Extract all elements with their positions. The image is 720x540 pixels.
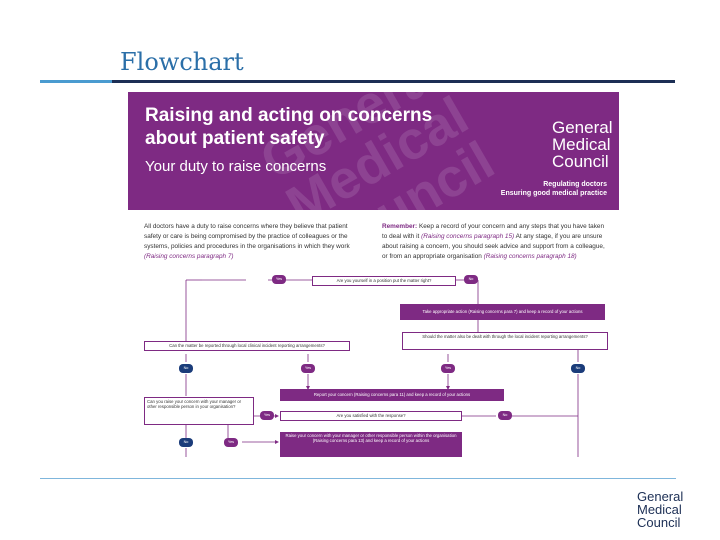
- question-also-local-reporting: Should the matter also be dealt with thr…: [402, 332, 608, 350]
- remember-lead: Remember:: [382, 223, 418, 230]
- question-local-reporting: Can the matter be reported through local…: [144, 341, 350, 351]
- document-heading: Raising and acting on concerns about pat…: [145, 105, 433, 149]
- intro-duty-ref: (Raising concerns paragraph 7): [144, 253, 234, 260]
- tagline-regulating: Regulating doctors: [543, 181, 607, 188]
- intro-duty-body: All doctors have a duty to raise concern…: [144, 223, 350, 250]
- tagline-ensuring: Ensuring good medical practice: [500, 190, 607, 197]
- yes-pill: Yes: [301, 364, 315, 373]
- footer-rule: [40, 478, 676, 479]
- question-put-right: Are you yourself in a position put the m…: [312, 276, 456, 286]
- slide-title: Flowchart: [120, 48, 244, 76]
- yes-pill: Yes: [224, 438, 238, 447]
- gmc-logo-line: Medical: [552, 135, 611, 154]
- flowchart-document: General Medical Council Raising and acti…: [128, 92, 619, 457]
- document-header-banner: General Medical Council Raising and acti…: [128, 92, 619, 210]
- no-pill: No: [571, 364, 585, 373]
- footer-gmc-logo: General Medical Council: [637, 490, 683, 529]
- yes-pill: Yes: [260, 411, 274, 420]
- no-pill: No: [498, 411, 512, 420]
- remember-body: Keep a record of your concern and any st…: [382, 223, 605, 240]
- no-pill: No: [179, 438, 193, 447]
- action-raise-with-manager: Raise your concern with your manager or …: [280, 432, 462, 457]
- remember-body2: At any stage, if you are unsure about ra…: [382, 233, 605, 260]
- document-subheading: Your duty to raise concerns: [145, 158, 327, 175]
- remember-ref1: (Raising concerns paragraph 15): [421, 233, 515, 240]
- remember-ref2: (Raising concerns paragraph 18): [483, 253, 577, 260]
- intro-duty-text: All doctors have a duty to raise concern…: [144, 222, 366, 262]
- question-raise-with-manager: Can you raise your concern with your man…: [144, 397, 254, 425]
- title-accent-rule: [40, 80, 112, 83]
- action-report-concern: Report your concern (Raising concerns pa…: [280, 389, 504, 401]
- action-take-appropriate: Take appropriate action (Raising concern…: [400, 304, 605, 320]
- no-pill: No: [464, 275, 478, 284]
- footer-logo-line: Medical: [637, 502, 682, 517]
- yes-pill: Yes: [272, 275, 286, 284]
- title-rule: [112, 80, 675, 83]
- gmc-logo-line: General: [552, 118, 613, 137]
- gmc-logo: General Medical Council: [552, 119, 612, 170]
- question-satisfied: Are you satisfied with the response?: [280, 411, 462, 421]
- footer-logo-line: General: [637, 489, 684, 504]
- yes-pill: Yes: [441, 364, 455, 373]
- gmc-logo-line: Council: [552, 152, 609, 171]
- footer-logo-line: Council: [637, 515, 681, 530]
- flowchart-connectors: [185, 279, 579, 457]
- no-pill: No: [179, 364, 193, 373]
- intro-remember-text: Remember: Keep a record of your concern …: [382, 222, 608, 262]
